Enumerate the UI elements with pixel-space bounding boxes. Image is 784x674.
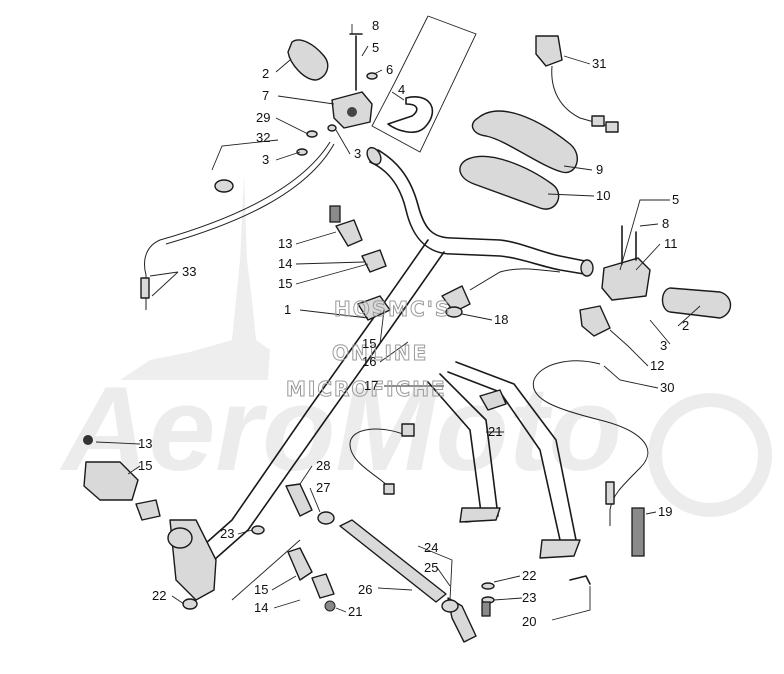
small-hardware [214,33,378,193]
callouts: 8 5 6 2 4 7 29 32 3 3 31 9 10 5 8 11 13 … [138,18,689,629]
callout-27: 27 [316,480,330,495]
callout-23: 23 [522,590,536,605]
callout-6: 6 [386,62,393,77]
callout-19: 19 [658,504,672,519]
callout-17: 17 [364,378,378,393]
callout-22: 22 [522,568,536,583]
callout-21: 21 [348,604,362,619]
clamp-lower [287,547,336,612]
watermark-line-2: ONLINE [332,341,428,365]
callout-13: 13 [278,236,292,251]
callout-15: 15 [254,582,268,597]
callout-33: 33 [182,264,196,279]
callout-5: 5 [672,192,679,207]
watermark-logo: AeroMoto [59,362,622,496]
callout-4: 4 [398,82,405,97]
watermark-spire [120,175,270,380]
callout-22: 22 [152,588,166,603]
callout-5: 5 [372,40,379,55]
watermark-line-1: HOSMC'S [334,297,451,321]
callout-9: 9 [596,162,603,177]
kill-switch [535,35,619,133]
callout-31: 31 [592,56,606,71]
callout-23: 23 [220,526,234,541]
callout-2: 2 [682,318,689,333]
callout-20: 20 [522,614,536,629]
right-grip [661,287,732,319]
callout-2: 2 [262,66,269,81]
throttle-cable [140,141,335,310]
callout-14: 14 [278,256,292,271]
watermark-wheel [648,393,772,517]
callout-25: 25 [424,560,438,575]
callout-21: 21 [488,424,502,439]
left-housing [331,91,373,129]
callout-15: 15 [362,336,376,351]
watermark-text: HOSMC'S ONLINE MICROFICHE [286,297,451,402]
callout-24: 24 [424,540,438,555]
right-housing [601,225,651,301]
callout-10: 10 [596,188,610,203]
spring [631,507,645,557]
left-grip [287,39,329,81]
tie-rod [182,483,591,643]
callout-12: 12 [650,358,664,373]
clamp-upper [329,205,387,273]
callout-3: 3 [660,338,667,353]
callout-15: 15 [138,458,152,473]
ignition [441,268,561,318]
callout-15: 15 [278,276,292,291]
callout-11: 11 [664,236,678,251]
lever-guard-12 [579,305,611,337]
callout-1: 1 [284,302,291,317]
callout-13: 13 [138,436,152,451]
callout-8: 8 [662,216,669,231]
callout-32: 32 [256,130,270,145]
callout-29: 29 [256,110,270,125]
mount-plate [83,435,161,521]
callout-3: 3 [262,152,269,167]
steering-post [167,239,445,601]
throttle-lever-4 [387,96,434,134]
callout-7: 7 [262,88,269,103]
wire-harness [349,423,415,495]
support-bracket [427,361,581,559]
callout-28: 28 [316,458,330,473]
callout-3: 3 [354,146,361,161]
watermark: AeroMoto [59,175,772,517]
callout-16: 16 [362,354,376,369]
brake-cable [532,360,649,526]
callout-18: 18 [494,312,508,327]
leader-lines [95,15,701,621]
callout-26: 26 [358,582,372,597]
callout-30: 30 [660,380,674,395]
callout-14: 14 [254,600,268,615]
callout-8: 8 [372,18,379,33]
watermark-line-3: MICROFICHE [286,377,447,401]
handlebar-pad [459,110,579,210]
